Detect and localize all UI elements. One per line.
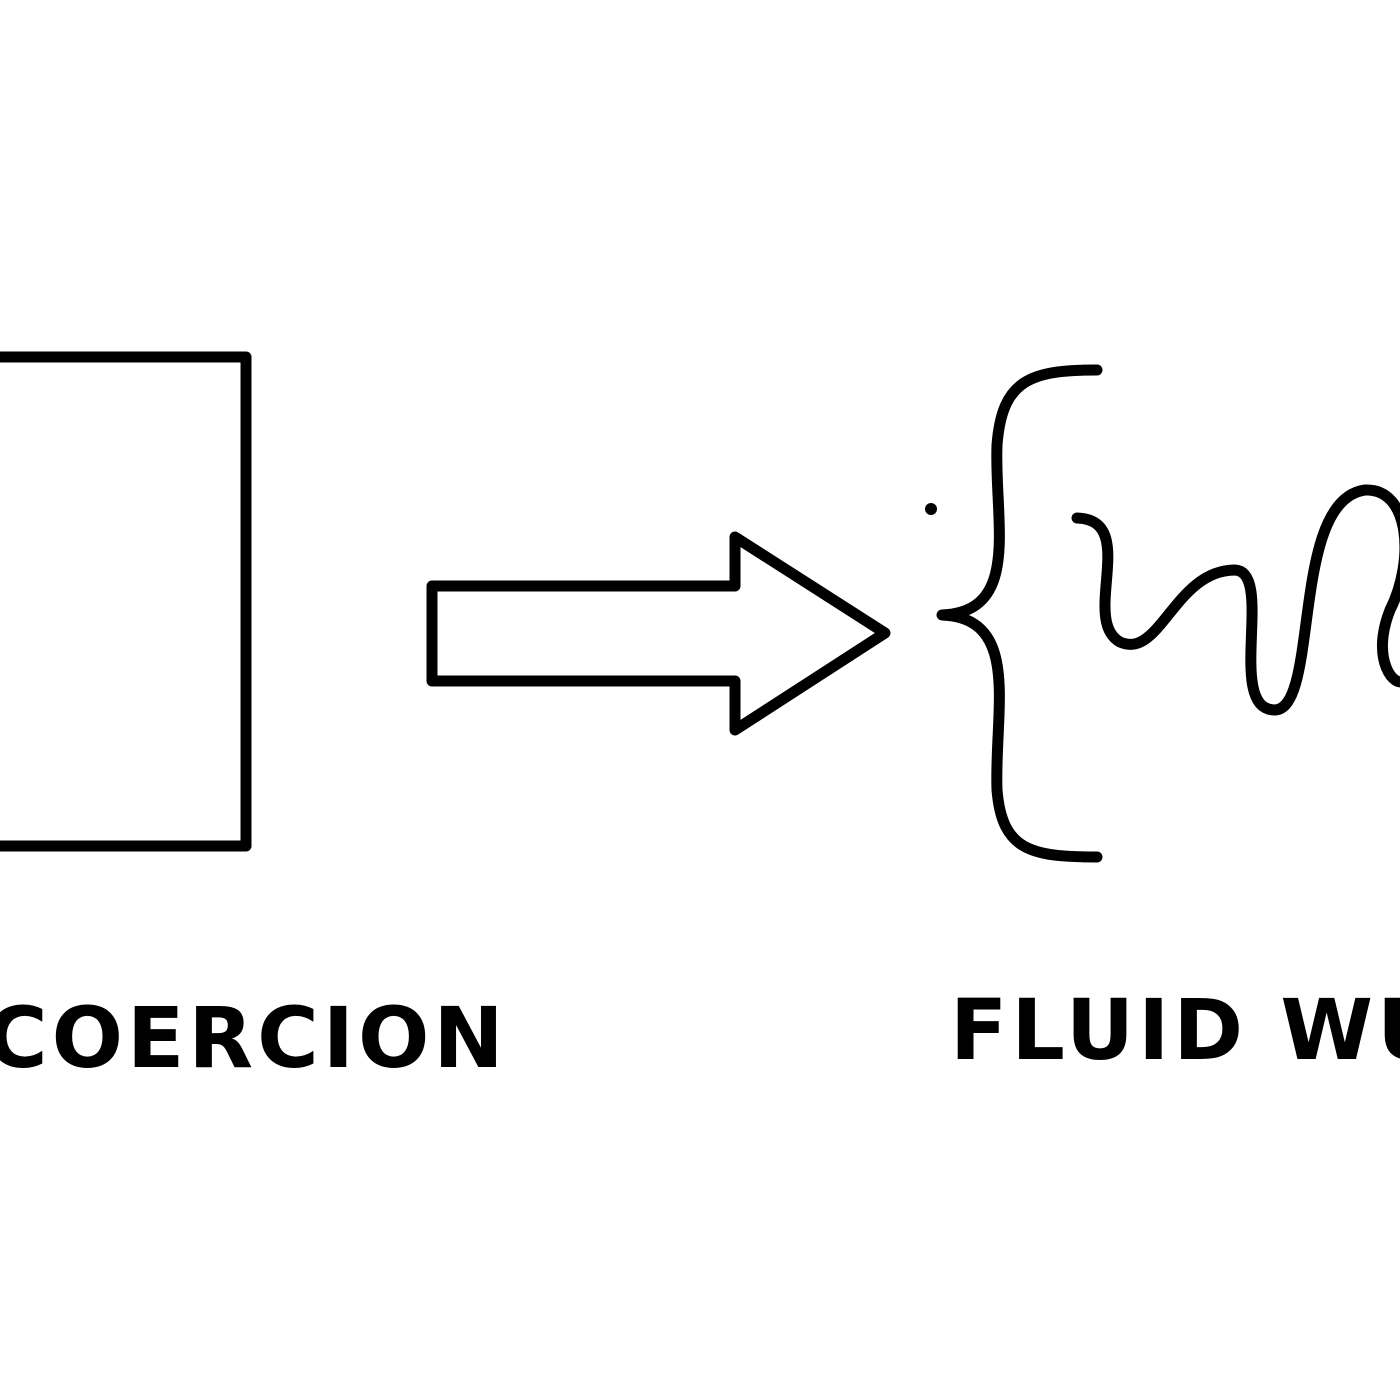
rigid-box-shape (0, 351, 252, 852)
stray-dot (925, 503, 937, 515)
fluid-label: FLUID WU (950, 981, 1400, 1079)
curly-brace-shape (936, 364, 1103, 863)
wavy-line-shape (1071, 484, 1400, 716)
coercion-label: COERCION (0, 989, 508, 1087)
block-arrow-shape (426, 531, 891, 736)
